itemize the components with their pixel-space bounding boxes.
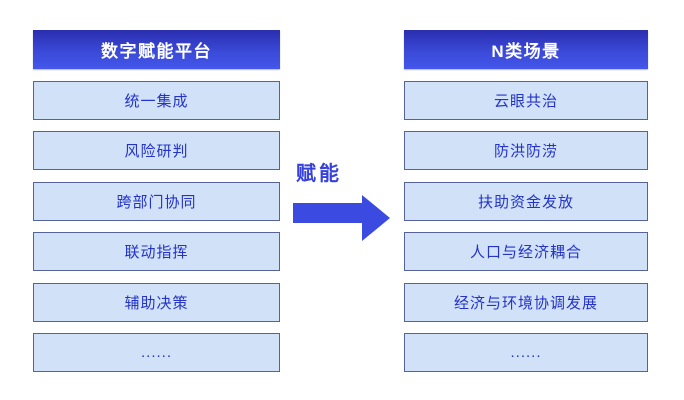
item-box: 人口与经济耦合 [404,232,648,271]
item-box: 防洪防涝 [404,131,648,170]
empower-label: 赋能 [296,163,342,185]
item-box: 云眼共治 [404,80,648,120]
platform-column-header: 数字赋能平台 [33,30,280,69]
item-box: ...... [33,333,280,372]
item-box: ...... [404,333,648,372]
item-box: 辅助决策 [33,282,280,322]
item-box: 经济与环境协调发展 [404,282,648,322]
item-box: 风险研判 [33,131,280,170]
item-box: 扶助资金发放 [404,181,648,221]
arrow-body [293,203,363,223]
item-box: 跨部门协同 [33,181,280,221]
platform-column: 数字赋能平台 统一集成风险研判跨部门协同联动指挥辅助决策...... [33,30,280,372]
scenario-column: N类场景 云眼共治防洪防涝扶助资金发放人口与经济耦合经济与环境协调发展.....… [404,30,648,372]
arrow-head [362,195,390,241]
scenario-column-header: N类场景 [404,30,648,69]
item-box: 联动指挥 [33,232,280,271]
scenario-item-list: 云眼共治防洪防涝扶助资金发放人口与经济耦合经济与环境协调发展...... [404,80,648,372]
platform-item-list: 统一集成风险研判跨部门协同联动指挥辅助决策...... [33,80,280,372]
item-box: 统一集成 [33,80,280,120]
right-arrow-icon [293,195,390,241]
